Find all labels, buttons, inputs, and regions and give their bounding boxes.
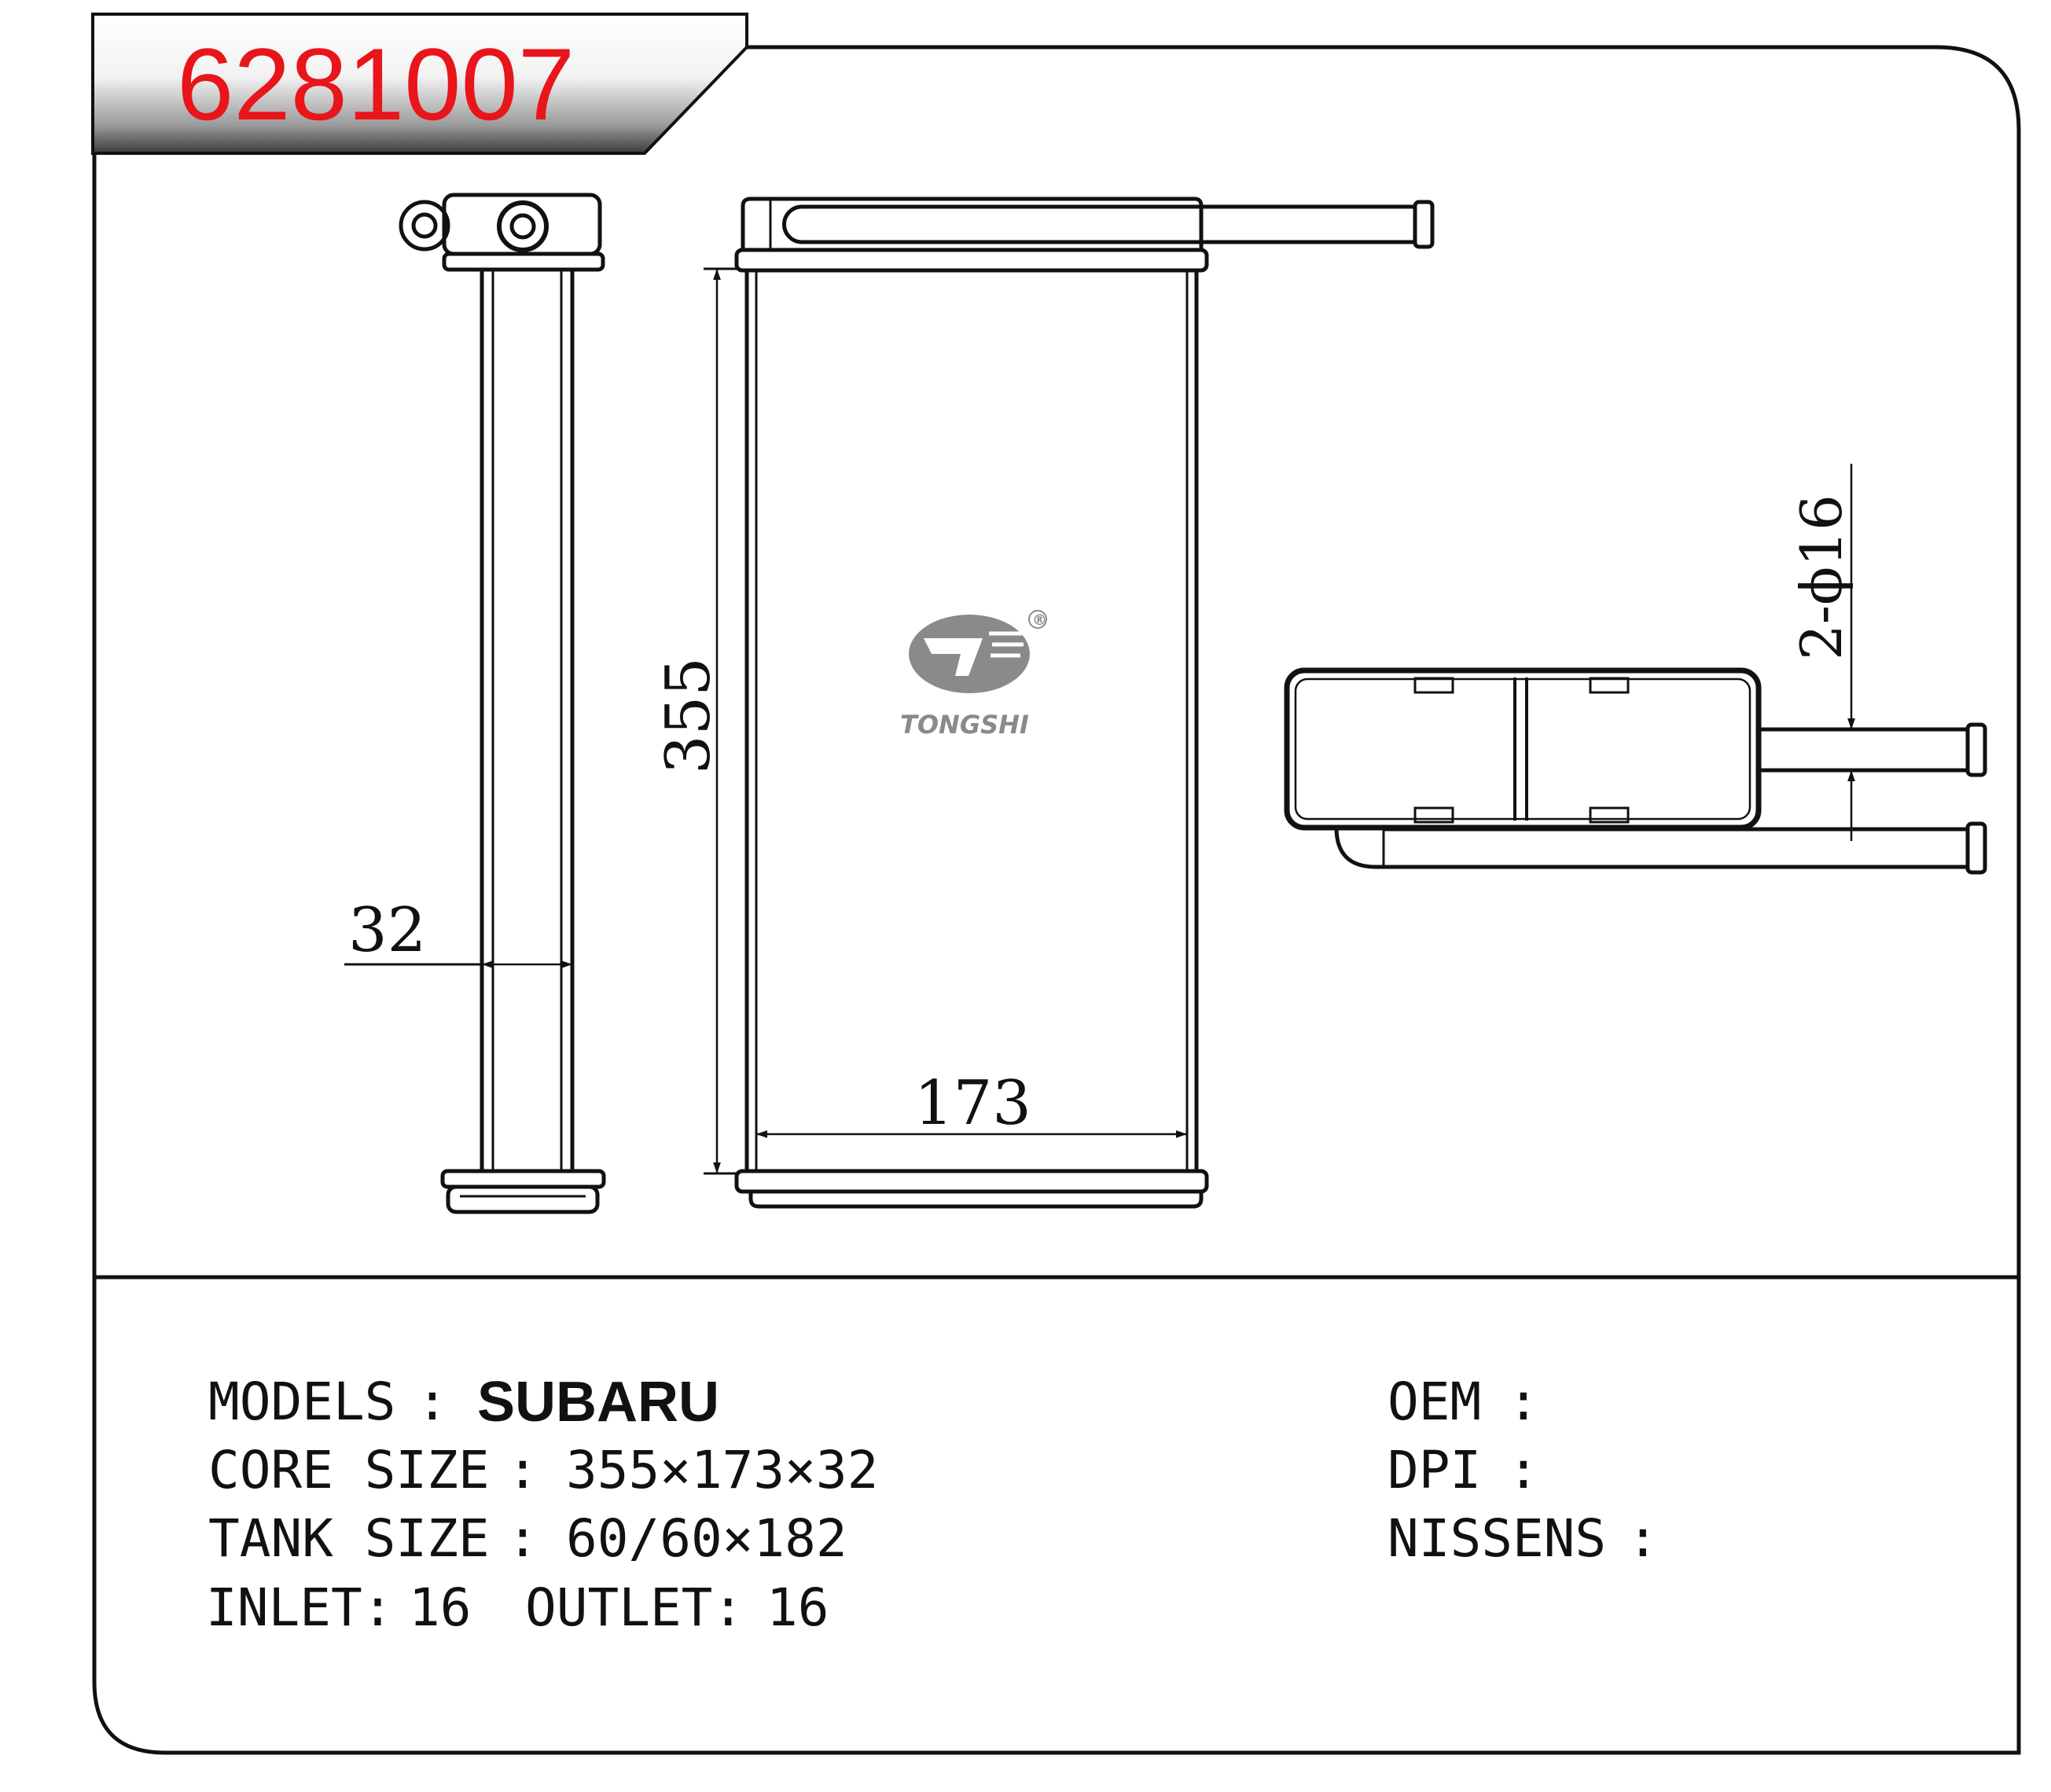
inlet-value: 16 <box>409 1577 471 1638</box>
part-number: 6281007 <box>177 27 575 141</box>
dpi-label: DPI <box>1388 1440 1481 1500</box>
oem-separator: : <box>1508 1372 1539 1432</box>
nissens-separator: : <box>1627 1508 1659 1569</box>
brand-logo: ® TONGSHI <box>900 610 1047 740</box>
core-size-value: 355×173×32 <box>566 1440 878 1500</box>
thickness-dimension: 32 <box>344 895 572 968</box>
models-separator: : <box>417 1372 448 1432</box>
outlet-value: 16 <box>766 1577 829 1638</box>
brand-name: TONGSHI <box>900 710 1029 740</box>
tank-end-view <box>1284 667 1987 875</box>
thickness-label: 32 <box>348 895 426 966</box>
tank-size-value: 60/60×182 <box>566 1508 847 1569</box>
width-dimension: 173 <box>756 1068 1187 1139</box>
models-value: SUBARU <box>477 1371 719 1434</box>
nissens-label: NISSENS <box>1388 1508 1606 1569</box>
oem-label: OEM <box>1388 1372 1481 1432</box>
height-dimension: 355 <box>653 267 737 1175</box>
tank-size-separator: : <box>507 1508 538 1569</box>
pipe-diameter-label: 2-ϕ16 <box>1788 494 1854 660</box>
side-view <box>399 193 606 1214</box>
front-view <box>734 196 1435 1209</box>
part-number-tab: 6281007 <box>91 13 748 155</box>
core-size-separator: : <box>507 1440 538 1500</box>
inlet-label: INLET: <box>206 1577 393 1638</box>
registered-mark: ® <box>1032 611 1047 629</box>
dpi-separator: : <box>1508 1440 1539 1500</box>
width-label: 173 <box>914 1068 1031 1139</box>
outer-frame <box>92 45 2021 1755</box>
height-label: 355 <box>653 657 724 774</box>
outlet-label: OUTLET: <box>525 1577 744 1638</box>
tank-size-label: TANK SIZE <box>208 1508 490 1569</box>
core-size-label: CORE SIZE <box>208 1440 490 1500</box>
models-label: MODELS <box>208 1372 395 1432</box>
spec-block: MODELS : SUBARU CORE SIZE : 355×173×32 T… <box>206 1371 1659 1638</box>
pipe-dimension: 2-ϕ16 <box>1788 464 1855 841</box>
